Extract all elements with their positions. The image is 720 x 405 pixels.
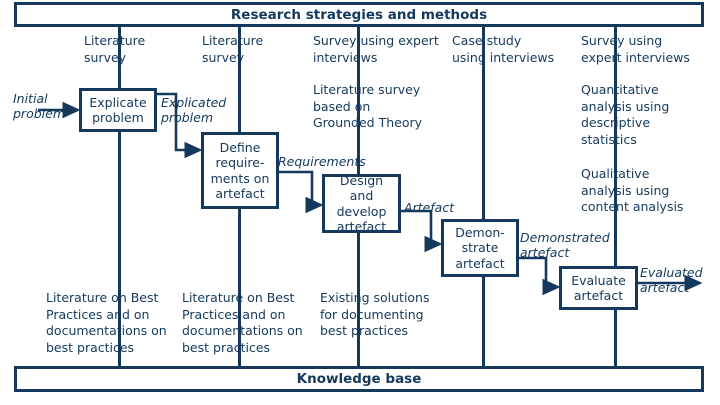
arrow-demonstrated-artefact xyxy=(519,256,561,296)
flow-label-demonstrated-artefact: Demonstrated artefact xyxy=(520,230,610,260)
flow-label-explicated-problem: Explicated problem xyxy=(161,95,227,125)
activity-box-define-requirements[interactable]: Define require- ments on artefact xyxy=(201,132,279,209)
arrow-artefact xyxy=(401,209,443,253)
knowledge-base-label: Knowledge base xyxy=(296,371,422,387)
flow-label-initial-problem: Initial problem xyxy=(13,91,65,121)
arrow-requirements xyxy=(279,170,324,214)
column-line-5 xyxy=(614,26,617,367)
column-line-4 xyxy=(482,26,485,367)
activity-box-explicate-problem[interactable]: Explicate problem xyxy=(79,88,157,132)
title-bar: Research strategies and methods xyxy=(14,2,704,27)
knowledge-text-2: Literature on Best Practices and on docu… xyxy=(182,290,303,355)
strategy-text-5-secondary: Quantitative analysis using descriptive … xyxy=(581,82,670,147)
arrow-explicated-problem xyxy=(157,92,203,159)
column-line-1 xyxy=(118,26,121,367)
knowledge-text-1: Literature on Best Practices and on docu… xyxy=(46,290,167,355)
strategy-text-5: Survey using expert interviews xyxy=(581,33,690,65)
flow-label-requirements: Requirements xyxy=(278,154,366,169)
activity-box-design-develop-artefact[interactable]: Design and develop artefact xyxy=(322,173,401,234)
title-bar-label: Research strategies and methods xyxy=(230,6,488,23)
strategy-text-3: Survey using expert interviews xyxy=(313,33,439,65)
knowledge-text-3: Existing solutions for documenting best … xyxy=(320,290,430,338)
activity-box-evaluate-artefact[interactable]: Evaluate artefact xyxy=(559,266,638,310)
flow-label-evaluated-artefact: Evaluated artefact xyxy=(640,265,703,295)
strategy-text-3-secondary: Literature survey based on Grounded Theo… xyxy=(313,82,423,130)
activity-box-demonstrate-artefact[interactable]: Demon- strate artefact xyxy=(441,219,519,277)
strategy-text-4: Case study using interviews xyxy=(452,33,555,65)
strategy-text-5-tertiary: Qualitative analysis using content analy… xyxy=(581,166,684,214)
flow-label-artefact: Artefact xyxy=(404,200,455,215)
strategy-text-1: Literature survey xyxy=(84,33,146,65)
strategy-text-2: Literature survey xyxy=(202,33,264,65)
knowledge-base-bar: Knowledge base xyxy=(14,366,704,392)
